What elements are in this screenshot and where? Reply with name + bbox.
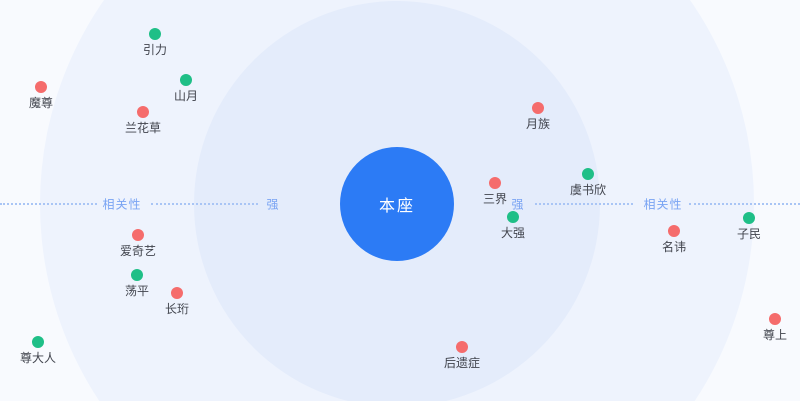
- graph-node[interactable]: 后遗症: [444, 341, 480, 370]
- center-node-label: 本座: [378, 198, 415, 215]
- axis-label-strong-right: 强: [511, 197, 525, 212]
- graph-node[interactable]: 子民: [737, 212, 761, 241]
- node-label: 魔尊: [28, 96, 54, 110]
- node-dot: [742, 212, 755, 224]
- axis-label-relevance-right: 相关性: [643, 197, 683, 212]
- node-dot: [31, 336, 44, 348]
- node-dot: [131, 229, 144, 241]
- graph-node[interactable]: 荡平: [125, 269, 149, 298]
- axis-dotted-line-far-left: [0, 203, 97, 205]
- node-label: 名讳: [661, 240, 687, 254]
- node-dot: [170, 287, 183, 299]
- graph-node[interactable]: 尊上: [763, 313, 787, 342]
- graph-node[interactable]: 尊大人: [20, 336, 56, 365]
- node-label: 虞书欣: [569, 183, 607, 197]
- node-label: 大强: [500, 226, 526, 240]
- node-dot: [488, 177, 501, 189]
- node-label: 兰花草: [124, 121, 162, 135]
- node-label: 长珩: [164, 302, 190, 316]
- graph-node[interactable]: 山月: [174, 74, 198, 103]
- node-dot: [34, 81, 47, 93]
- node-label: 三界: [482, 192, 508, 206]
- node-label: 尊大人: [19, 351, 57, 365]
- graph-node[interactable]: 长珩: [165, 287, 189, 316]
- node-dot: [148, 28, 161, 40]
- axis-dotted-line-right: [535, 203, 633, 205]
- graph-node[interactable]: 魔尊: [29, 81, 53, 110]
- node-dot: [667, 225, 680, 237]
- graph-node[interactable]: 虞书欣: [570, 168, 606, 197]
- axis-dotted-line-far-right: [689, 203, 800, 205]
- node-label: 子民: [736, 227, 762, 241]
- node-label: 引力: [142, 43, 168, 57]
- graph-node[interactable]: 兰花草: [125, 106, 161, 135]
- node-dot: [179, 74, 192, 86]
- axis-label-strong-left: 强: [266, 197, 280, 212]
- center-node[interactable]: 本座: [340, 147, 454, 261]
- node-dot: [455, 341, 468, 353]
- node-label: 荡平: [124, 284, 150, 298]
- graph-node[interactable]: 三界: [483, 177, 507, 206]
- graph-node[interactable]: 引力: [143, 28, 167, 57]
- axis-label-relevance-left: 相关性: [102, 197, 142, 212]
- graph-node[interactable]: 大强: [501, 211, 525, 240]
- node-label: 后遗症: [443, 356, 481, 370]
- node-label: 月族: [525, 117, 551, 131]
- node-dot: [768, 313, 781, 325]
- node-dot: [531, 102, 544, 114]
- graph-node[interactable]: 名讳: [662, 225, 686, 254]
- node-dot: [130, 269, 143, 281]
- node-dot: [506, 211, 519, 223]
- node-dot: [581, 168, 594, 180]
- node-dot: [136, 106, 149, 118]
- node-label: 山月: [173, 89, 199, 103]
- node-label: 尊上: [762, 328, 788, 342]
- node-label: 爱奇艺: [119, 244, 157, 258]
- graph-node[interactable]: 月族: [526, 102, 550, 131]
- axis-dotted-line-left: [151, 203, 258, 205]
- graph-node[interactable]: 爱奇艺: [120, 229, 156, 258]
